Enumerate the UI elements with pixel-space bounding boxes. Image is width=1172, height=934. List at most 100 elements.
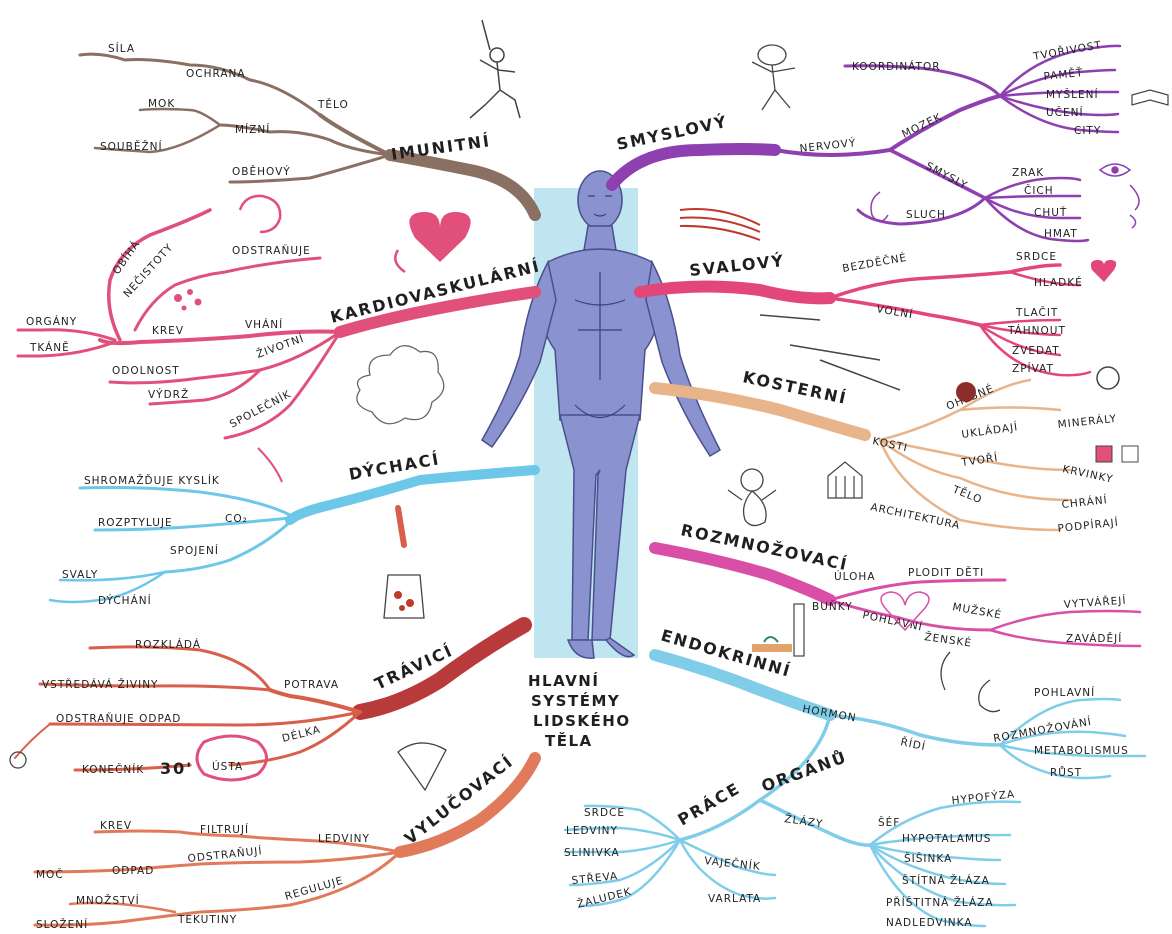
kosterni-item: KRVINKY xyxy=(1061,463,1114,485)
circulation-arrows-icon xyxy=(240,196,405,272)
brain-figure-icon xyxy=(752,45,795,110)
smyslovy-item: UČENÍ xyxy=(1046,106,1084,119)
branch-svalovy-name: SVALOVÝ xyxy=(688,251,785,280)
endokrinni-item: LEDVINY xyxy=(566,825,618,837)
smyslovy-item: PAMĚŤ xyxy=(1043,66,1084,83)
imunitni-item: MÍZNÍ xyxy=(235,123,270,136)
heart-icon xyxy=(1091,260,1116,282)
endokrinni-item: HYPOTALAMUS xyxy=(902,833,991,845)
endokrinni-item: ŠIŠINKA xyxy=(904,852,952,865)
endokrinni-item: ŽALUDEK xyxy=(576,885,634,911)
endokrinni-item: VAJEČNÍK xyxy=(704,854,762,873)
vylucovaci-item: FILTRUJÍ xyxy=(200,823,249,836)
svalovy-item: SRDCE xyxy=(1016,251,1057,263)
branch-kardio: KARDIOVASKULÁRNÍ OBÍHÁ NEČISTOTY ODSTRAŇ… xyxy=(18,196,543,438)
dychaci-item: DÝCHÁNÍ xyxy=(98,594,152,607)
food-processor-icon xyxy=(384,508,424,618)
endokrinni-item: SLINIVKA xyxy=(564,847,620,859)
rozmnozovaci-item: MUŽSKÉ xyxy=(951,600,1002,621)
endokrinni-item: METABOLISMUS xyxy=(1034,745,1129,757)
smyslovy-item: KOORDINÁTOR xyxy=(852,60,941,73)
baby-sketch-icon xyxy=(728,469,776,526)
imunitni-item: SÍLA xyxy=(108,42,135,55)
kardio-item: OBÍHÁ xyxy=(110,238,143,277)
dychaci-item: SPOJENÍ xyxy=(170,544,219,557)
endokrinni-item: ORGÁNŮ xyxy=(759,747,850,796)
kosterni-item: CHRÁNÍ xyxy=(1061,493,1108,511)
kosterni-item: MINERÁLY xyxy=(1057,412,1118,431)
vylucovaci-item: MNOŽSTVÍ xyxy=(76,894,140,907)
endokrinni-item: RŮST xyxy=(1050,766,1082,779)
travici-item: ODSTRAŇUJE ODPAD xyxy=(56,712,181,725)
heart-icon xyxy=(409,212,470,262)
smyslovy-item: MYŠLENÍ xyxy=(1046,88,1099,101)
endokrinni-item: PRÁCE xyxy=(675,778,744,829)
smyslovy-item: TVOŘIVOST xyxy=(1031,38,1103,63)
smyslovy-item: SMYSLY xyxy=(924,160,970,192)
rozmnozovaci-item: VYTVÁŘEJÍ xyxy=(1063,594,1127,611)
breath-cloud-icon xyxy=(357,346,444,424)
imunitni-item: OBĚHOVÝ xyxy=(232,165,291,178)
rozmnozovaci-item: BUŇKY xyxy=(812,600,853,613)
travici-item: ROZKLÁDÁ xyxy=(135,638,201,651)
rozmnozovaci-item: POHLAVNÍ xyxy=(861,608,924,633)
dychaci-item: ROZPTYLUJE xyxy=(98,517,173,529)
svalovy-item: HLADKÉ xyxy=(1034,276,1083,289)
muscle-fibers-icon xyxy=(680,209,760,240)
title-line-1: HLAVNÍ xyxy=(528,671,599,690)
title-line-2: SYSTÉMY xyxy=(531,691,620,710)
vylucovaci-item: ODPAD xyxy=(112,865,154,877)
branch-smyslovy: SMYSLOVÝ KOORDINÁTOR TVOŘIVOST PAMĚŤ MYŠ… xyxy=(612,38,1168,241)
rozmnozovaci-item: ZAVÁDĚJÍ xyxy=(1066,632,1122,645)
dychaci-item: CO₂ xyxy=(225,513,248,525)
bone-cell-icon xyxy=(956,382,976,402)
title-line-3: LIDSKÉHO xyxy=(533,711,631,730)
kardio-item: ODOLNOST xyxy=(112,365,180,377)
branch-endokrinni: ENDOKRINNÍ HORMON ŘÍDÍ POHLAVNÍ ROZMNOŽO… xyxy=(564,626,1145,929)
endokrinni-item: NADLEDVINKA xyxy=(886,917,973,929)
singing-face-icon xyxy=(1097,367,1119,389)
endokrinni-item: SRDCE xyxy=(584,807,625,819)
kardio-item: VHÁNÍ xyxy=(245,318,283,331)
svalovy-item: VOLNÍ xyxy=(875,302,914,321)
vylucovaci-item: MOČ xyxy=(36,868,64,881)
smyslovy-item: CHUŤ xyxy=(1034,206,1067,219)
kosterni-item: TVOŘÍ xyxy=(960,451,1000,469)
branch-dychaci: DÝCHACÍ SHROMAŽĎUJE KYSLÍK ROZPTYLUJE CO… xyxy=(50,346,535,618)
branch-rozmnozovaci: ROZMNOŽOVACÍ ÚLOHA PLODIT DĚTI BUŇKY POH… xyxy=(655,469,1140,656)
endokrinni-item: STŘEVA xyxy=(571,869,619,887)
smyslovy-item: HMAT xyxy=(1044,228,1078,240)
seedling-ruler-icon xyxy=(752,604,804,656)
vylucovaci-item: KREV xyxy=(100,820,132,832)
smyslovy-item: ZRAK xyxy=(1012,167,1044,179)
travici-item: KONEČNÍK xyxy=(82,763,144,776)
smyslovy-item: NERVOVÝ xyxy=(799,136,857,155)
vylucovaci-item: LEDVINY xyxy=(318,833,370,845)
kardio-item: KREV xyxy=(152,325,184,337)
branch-imunitni: IMUNITNÍ SÍLA OCHRANA TĚLO MOK MÍZNÍ SOU… xyxy=(80,20,535,215)
endokrinni-item: HYPOFÝZA xyxy=(951,787,1016,807)
smyslovy-item: MOZEK xyxy=(900,111,944,141)
branch-rozmnozovaci-lines xyxy=(655,548,1140,646)
kardio-item: ORGÁNY xyxy=(26,315,77,328)
imunitni-item: OCHRANA xyxy=(186,68,246,80)
svalovy-item: TLAČIT xyxy=(1015,306,1058,319)
kosterni-item: KOSTI xyxy=(871,435,908,454)
kosterni-item: ARCHITEKTURA xyxy=(869,501,961,532)
branch-dychaci-lines xyxy=(50,470,535,602)
imunitni-item: TĚLO xyxy=(317,98,349,111)
svalovy-item: TÁHNOUT xyxy=(1007,324,1066,337)
travici-item: VSTŘEDÁVÁ ŽIVINY xyxy=(42,678,158,691)
endokrinni-item: ŠÉF xyxy=(878,816,900,829)
kardio-item: ODSTRAŇUJE xyxy=(232,244,311,257)
travici-item: 30' xyxy=(160,759,193,778)
travici-item: DÉLKA xyxy=(281,723,322,745)
branch-svalovy-lines xyxy=(640,265,1090,375)
dychaci-item: SHROMAŽĎUJE KYSLÍK xyxy=(84,474,220,487)
house-frame-icon xyxy=(828,462,862,498)
rozmnozovaci-item: ŽENSKÉ xyxy=(924,630,973,650)
svalovy-item: ZPÍVAT xyxy=(1012,362,1054,375)
endokrinni-item: ŽLÁZY xyxy=(784,812,825,830)
endokrinni-item: ŘÍDÍ xyxy=(899,735,927,753)
color-squares-icon xyxy=(1096,446,1138,462)
